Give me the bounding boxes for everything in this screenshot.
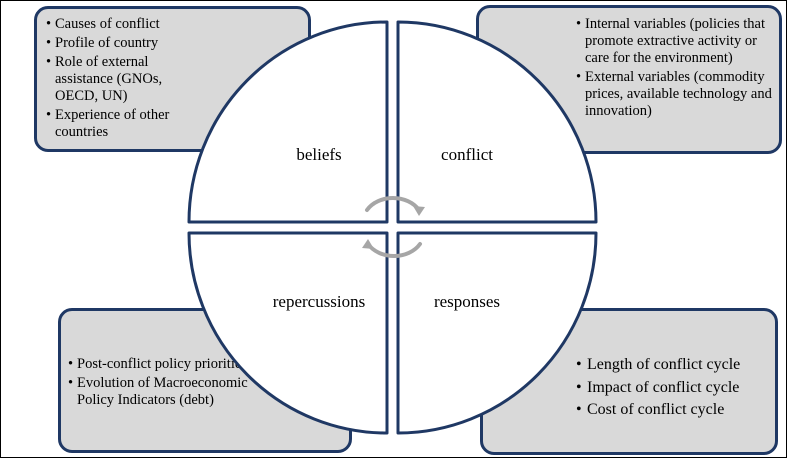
label-responses: responses	[433, 292, 501, 311]
bullet-item: Role of external assistance (GNOs, OECD,…	[46, 54, 206, 105]
bullet-item: Length of conflict cycle	[576, 355, 776, 375]
bullet-item: Profile of country	[46, 35, 206, 52]
bullet-item: Experience of other countries	[46, 107, 206, 141]
bullet-list-bottom-right: Length of conflict cycle Impact of confl…	[576, 355, 776, 423]
bullet-item: Post-conflict policy priorities	[68, 356, 258, 373]
quadrant-beliefs	[187, 20, 389, 224]
bullet-list-top-left: Causes of conflict Profile of country Ro…	[46, 16, 206, 143]
label-repercussions: repercussions	[272, 292, 366, 311]
cycle-arrowhead-bottom-icon	[362, 239, 374, 249]
bullet-item: Internal variables (policies that promot…	[576, 16, 781, 67]
bullet-item: External variables (commodity prices, av…	[576, 69, 781, 120]
bullet-item: Impact of conflict cycle	[576, 378, 776, 398]
bullet-item: Evolution of Macroeconomic Policy Indica…	[68, 375, 258, 409]
label-beliefs: beliefs	[296, 145, 342, 164]
bullet-item: Causes of conflict	[46, 16, 206, 33]
cycle-arrowhead-top-icon	[413, 206, 425, 216]
bullet-item: Cost of conflict cycle	[576, 400, 776, 420]
quadrant-conflict	[396, 20, 598, 224]
circular-arrows-icon	[362, 195, 425, 259]
cycle-arrow-top-icon	[365, 195, 421, 212]
label-conflict: conflict	[441, 145, 493, 164]
bullet-list-bottom-left: Post-conflict policy priorities Evolutio…	[68, 356, 258, 411]
quadrant-responses	[396, 231, 598, 435]
quadrant-repercussions	[187, 231, 389, 435]
bullet-list-top-right: Internal variables (policies that promot…	[576, 16, 781, 122]
